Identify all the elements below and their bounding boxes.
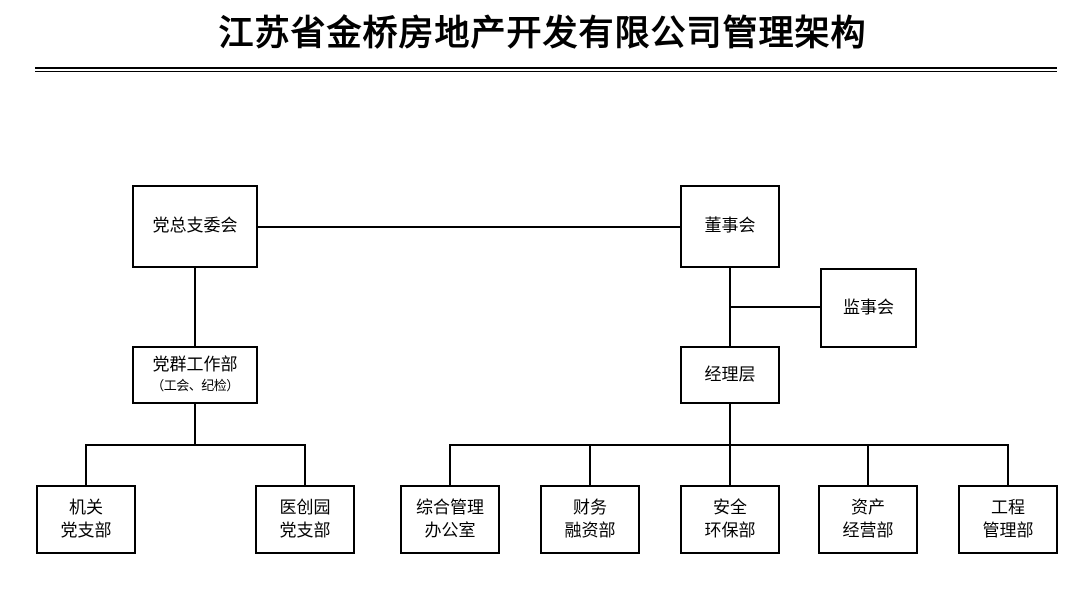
node-dept-admin-office[interactable]: 综合管理 办公室 bbox=[400, 485, 500, 554]
node-board-of-directors[interactable]: 董事会 bbox=[680, 185, 780, 268]
node-dept-finance[interactable]: 财务 融资部 bbox=[540, 485, 640, 554]
node-label: 安全 bbox=[713, 497, 747, 518]
divider-line-bottom bbox=[35, 71, 1057, 72]
node-label: 综合管理 bbox=[416, 497, 484, 518]
node-label-line2: 党支部 bbox=[60, 520, 112, 541]
node-label: 机关 bbox=[69, 497, 103, 518]
divider-line-top bbox=[35, 67, 1057, 69]
connector-drop-finance bbox=[589, 444, 591, 485]
node-dept-asset-operations[interactable]: 资产 经营部 bbox=[818, 485, 918, 554]
node-label-line2: 经营部 bbox=[842, 520, 894, 541]
node-party-work-department[interactable]: 党群工作部 （工会、纪检） bbox=[132, 346, 258, 404]
node-label: 党总支委会 bbox=[152, 216, 238, 236]
connector-drop-admin bbox=[449, 444, 451, 485]
node-management-layer[interactable]: 经理层 bbox=[680, 346, 780, 404]
connector-drop-assets bbox=[867, 444, 869, 485]
node-dept-safety-environment[interactable]: 安全 环保部 bbox=[680, 485, 780, 554]
title-divider bbox=[35, 67, 1057, 73]
connector-drop-yichuangyuan bbox=[304, 444, 306, 485]
node-label: 财务 bbox=[573, 497, 607, 518]
node-branch-jiguan[interactable]: 机关 党支部 bbox=[36, 485, 136, 554]
node-label: 资产 bbox=[851, 497, 885, 518]
node-label-line2: 办公室 bbox=[424, 520, 476, 541]
node-label: 经理层 bbox=[704, 364, 756, 385]
node-dept-engineering-management[interactable]: 工程 管理部 bbox=[958, 485, 1058, 554]
node-label-line2: 管理部 bbox=[982, 520, 1034, 541]
connector-drop-engineering bbox=[1007, 444, 1009, 485]
connector-drop-safety bbox=[729, 444, 731, 485]
connector-board-to-supervisors bbox=[729, 306, 822, 308]
node-branch-yichuangyuan[interactable]: 医创园 党支部 bbox=[255, 485, 355, 554]
node-label: 监事会 bbox=[843, 297, 894, 318]
node-label: 工程 bbox=[991, 497, 1025, 518]
node-label-line2: 党支部 bbox=[279, 520, 331, 541]
connector-party-to-board bbox=[256, 226, 682, 228]
connector-drop-jiguan bbox=[85, 444, 87, 485]
node-party-committee[interactable]: 党总支委会 bbox=[132, 185, 258, 268]
node-board-of-supervisors[interactable]: 监事会 bbox=[820, 268, 917, 348]
node-label-line2: 环保部 bbox=[704, 520, 756, 541]
connector-party-to-workdept bbox=[194, 266, 196, 348]
connector-workdept-stem bbox=[194, 402, 196, 446]
connector-left-branch-bar bbox=[85, 444, 306, 446]
connector-management-stem bbox=[729, 402, 731, 446]
node-label-line2: 融资部 bbox=[564, 520, 616, 541]
node-label: 董事会 bbox=[704, 216, 756, 236]
page-title: 江苏省金桥房地产开发有限公司管理架构 bbox=[218, 14, 867, 54]
node-label: 医创园 bbox=[279, 497, 331, 518]
node-sublabel: （工会、纪检） bbox=[151, 379, 239, 394]
node-label: 党群工作部 bbox=[152, 355, 238, 375]
